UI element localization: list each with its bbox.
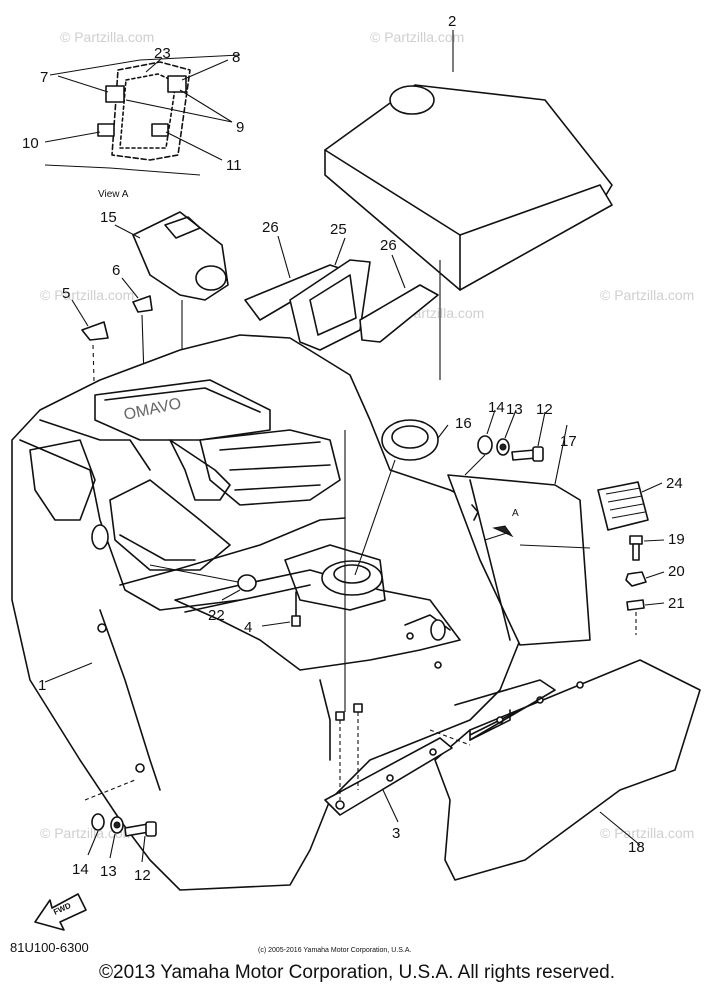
label-8: 8 — [232, 49, 240, 66]
cap-ring-16 — [354, 419, 449, 576]
label-1: 1 — [38, 677, 46, 694]
view-a-inset: View A — [44, 54, 241, 200]
diagram-code: 81U100-6300 — [10, 940, 89, 955]
mud-flap-18 — [434, 659, 701, 881]
watermark: © Partzilla.com — [600, 287, 694, 303]
watermark: © Partzilla.com — [60, 29, 154, 45]
label-12-top: 12 — [536, 401, 553, 418]
label-10: 10 — [22, 135, 39, 152]
label-13-bottom: 13 — [100, 863, 117, 880]
small-copyright: (c) 2005-2016 Yamaha Motor Corporation, … — [258, 947, 411, 954]
label-15: 15 — [100, 209, 117, 226]
pad-10 — [97, 123, 115, 137]
watermark: © Partzilla.com — [40, 287, 134, 303]
label-6: 6 — [112, 262, 120, 279]
label-4: 4 — [244, 619, 252, 636]
label-23: 23 — [154, 45, 171, 62]
label-19: 19 — [668, 531, 685, 548]
pad-8 — [167, 75, 187, 93]
watermark: © Partzilla.com — [40, 825, 134, 841]
label-16: 16 — [455, 415, 472, 432]
label-14-top: 14 — [488, 399, 505, 416]
grommet-22 — [149, 564, 257, 601]
label-26-right: 26 — [380, 237, 397, 254]
fasteners-right — [625, 535, 665, 635]
view-a-label: View A — [98, 189, 129, 200]
label-26-left: 26 — [262, 219, 279, 236]
front-fender-1: OMAVO — [11, 334, 521, 891]
watermark: © Partzilla.com — [370, 29, 464, 45]
label-13-top: 13 — [506, 401, 523, 418]
label-17: 17 — [560, 433, 577, 450]
label-22: 22 — [208, 607, 225, 624]
watermark: © Partzilla.com — [600, 825, 694, 841]
cap-15 — [114, 211, 229, 460]
label-18: 18 — [628, 839, 645, 856]
label-12-bottom: 12 — [134, 867, 151, 884]
label-7: 7 — [40, 69, 48, 86]
reflector-24 — [597, 481, 663, 531]
side-panel-17 — [447, 424, 591, 646]
arrow-a-label: A — [512, 508, 519, 519]
label-2: 2 — [448, 13, 456, 30]
bracket-25-26 — [244, 235, 439, 351]
bracket-3 — [324, 430, 471, 823]
fasteners-top — [464, 409, 546, 476]
label-21: 21 — [668, 595, 685, 612]
fasteners-bottom — [84, 779, 157, 863]
label-24: 24 — [666, 475, 683, 492]
pad-11 — [151, 123, 169, 137]
seat-2 — [324, 30, 613, 380]
part-labels: 2 23 8 7 9 10 11 15 26 25 26 6 5 14 13 1… — [22, 13, 685, 884]
label-9: 9 — [236, 119, 244, 136]
label-5: 5 — [62, 285, 70, 302]
label-20: 20 — [668, 563, 685, 580]
front-arrow-icon: FWD — [34, 893, 87, 931]
pad-7 — [105, 85, 125, 103]
label-11: 11 — [226, 157, 242, 174]
label-3: 3 — [392, 825, 400, 842]
footer-copyright: ©2013 Yamaha Motor Corporation, U.S.A. A… — [99, 962, 615, 983]
bolt-4 — [261, 591, 301, 627]
label-14-bottom: 14 — [72, 861, 89, 878]
label-25: 25 — [330, 221, 347, 238]
